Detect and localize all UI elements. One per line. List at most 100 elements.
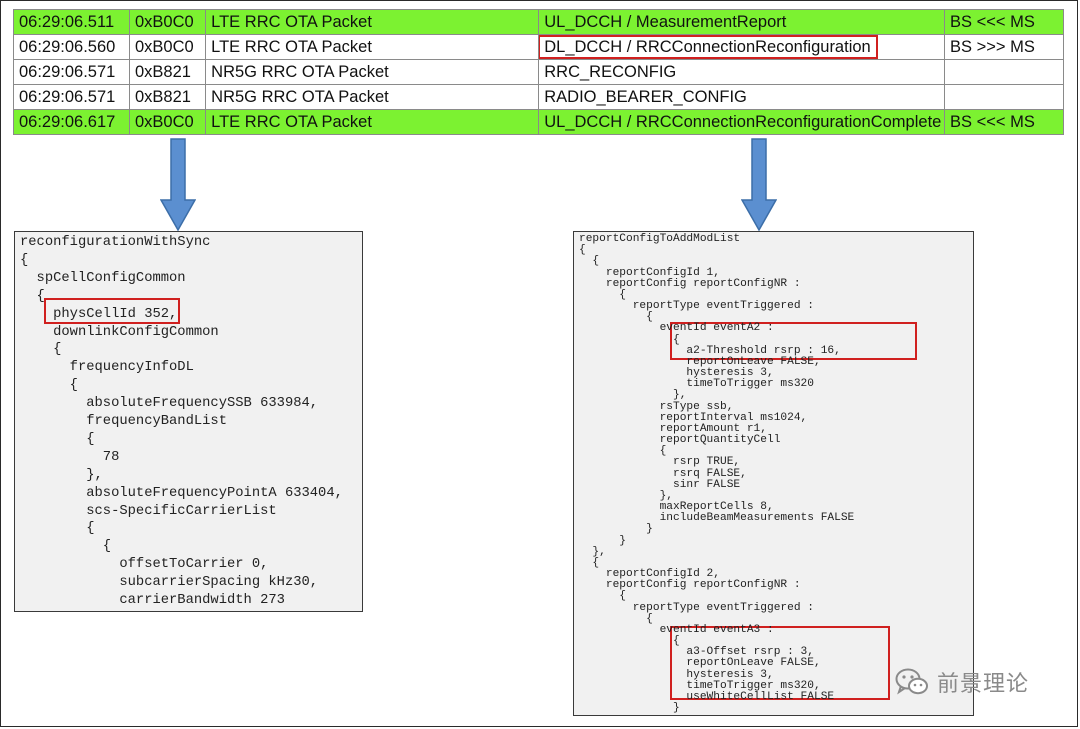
code-line: timeToTrigger ms320, — [579, 679, 821, 692]
code-line: { — [20, 539, 112, 555]
code-line: { — [579, 333, 680, 346]
code-line: { — [579, 244, 586, 257]
code-line: { — [579, 556, 600, 569]
code-line: rsrq FALSE, — [579, 467, 747, 480]
code-line: { — [579, 590, 626, 603]
code-line: downlinkConfigCommon — [20, 324, 219, 340]
time-cell: 06:29:06.571 — [13, 84, 130, 110]
code-line: reportOnLeave FALSE, — [579, 657, 821, 670]
code-line: timeToTrigger ms320 — [579, 378, 814, 391]
message-highlight-box: DL_DCCH / RRCConnectionReconfiguration — [539, 35, 878, 59]
code-line: offsetToCarrier 0, — [20, 557, 269, 573]
code-line: { — [20, 431, 95, 447]
message-cell: UL_DCCH / RRCConnectionReconfigurationCo… — [538, 109, 946, 135]
code-line: reportAmount r1, — [579, 422, 767, 435]
code-line: absoluteFrequencyPointA 633404, — [20, 485, 343, 501]
code-line: reportType eventTriggered : — [579, 300, 814, 313]
time-cell: 06:29:06.560 — [13, 34, 130, 60]
message-cell: RRC_RECONFIG — [538, 59, 946, 85]
code-line: reconfigurationWithSync — [20, 235, 211, 250]
code-line: reportType eventTriggered : — [579, 601, 814, 614]
code-line: a2-Threshold rsrp : 16, — [579, 344, 841, 357]
code-line: reportConfig reportConfigNR : — [579, 579, 801, 592]
message-cell: UL_DCCH / MeasurementReport — [538, 9, 946, 35]
reconfiguration-with-sync-panel: reconfigurationWithSync { spCellConfigCom… — [14, 231, 363, 612]
code-line: scs-SpecificCarrierList — [20, 503, 277, 519]
code-line: reportInterval ms1024, — [579, 411, 808, 424]
code-line: reportConfig reportConfigNR : — [579, 277, 801, 290]
log-code-cell: 0xB821 — [128, 84, 207, 110]
wechat-icon — [895, 668, 928, 695]
event-a3-highlight — [670, 626, 890, 700]
code-line: carrierBandwidth 273 — [20, 593, 285, 608]
time-cell: 06:29:06.571 — [13, 59, 130, 85]
watermark-text: 前景理论 — [937, 672, 1030, 697]
log-code-cell: 0xB821 — [128, 59, 207, 85]
down-arrow-left-icon — [160, 138, 196, 232]
direction-cell — [944, 59, 1064, 85]
code-line: frequencyBandList — [20, 414, 227, 429]
log-code-cell: 0xB0C0 — [128, 34, 207, 60]
code-line: { — [20, 521, 95, 537]
code-line: reportConfigId 2, — [579, 568, 720, 581]
code-line: { — [579, 635, 680, 648]
code-line: physCellId 352, — [20, 306, 178, 322]
code-line: { — [20, 342, 62, 358]
code-line: frequencyInfoDL — [20, 360, 194, 376]
packet-type-cell: LTE RRC OTA Packet — [205, 9, 540, 35]
direction-cell: BS <<< MS — [944, 9, 1064, 35]
code-line: eventId eventA3 : — [579, 623, 774, 636]
direction-cell — [944, 84, 1064, 110]
code-line: rsrp TRUE, — [579, 456, 741, 469]
code-line: hysteresis 3, — [579, 668, 774, 681]
code-line: rsType ssb, — [579, 400, 734, 413]
code-line: { — [579, 288, 626, 301]
code-line: }, — [20, 467, 103, 483]
code-line: }, — [579, 545, 606, 558]
code-line: reportOnLeave FALSE, — [579, 355, 821, 368]
code-line: spCellConfigCommon — [20, 270, 186, 286]
code-line: { — [20, 252, 29, 268]
down-arrow-right-icon — [741, 138, 777, 232]
log-code-cell: 0xB0C0 — [128, 109, 207, 135]
code-line: reportConfigId 1, — [579, 266, 720, 279]
report-config-panel: reportConfigToAddModList{ { reportConfig… — [573, 231, 974, 716]
code-line: } — [579, 702, 680, 715]
code-line: maxReportCells 8, — [579, 501, 774, 514]
direction-cell: BS <<< MS — [944, 109, 1064, 135]
code-line: { — [579, 612, 653, 625]
code-line: absoluteFrequencySSB 633984, — [20, 396, 319, 412]
phys-cell-id-highlight — [44, 298, 180, 324]
code-line: } — [579, 523, 653, 536]
code-line: { — [579, 445, 667, 458]
code-line: { — [579, 311, 653, 324]
event-a2-highlight — [670, 322, 917, 360]
code-line: }, — [579, 489, 673, 502]
code-line: }, — [579, 389, 687, 402]
code-line: 78 — [20, 449, 120, 465]
packet-type-cell: LTE RRC OTA Packet — [205, 109, 540, 135]
watermark: 前景理论 — [895, 666, 1029, 698]
code-line: { — [20, 288, 45, 304]
packet-type-cell: NR5G RRC OTA Packet — [205, 59, 540, 85]
message-cell: RADIO_BEARER_CONFIG — [538, 84, 946, 110]
code-line: includeBeamMeasurements FALSE — [579, 512, 855, 525]
code-line: { — [20, 378, 78, 394]
time-cell: 06:29:06.617 — [13, 109, 130, 135]
code-line: reportConfigToAddModList — [579, 233, 741, 245]
packet-type-cell: LTE RRC OTA Packet — [205, 34, 540, 60]
packet-type-cell: NR5G RRC OTA Packet — [205, 84, 540, 110]
code-line: } — [579, 534, 626, 547]
time-cell: 06:29:06.511 — [13, 9, 130, 35]
code-line: sinr FALSE — [579, 478, 741, 491]
code-line: reportQuantityCell — [579, 434, 781, 447]
direction-cell: BS >>> MS — [944, 34, 1064, 60]
code-line: subcarrierSpacing kHz30, — [20, 575, 319, 591]
